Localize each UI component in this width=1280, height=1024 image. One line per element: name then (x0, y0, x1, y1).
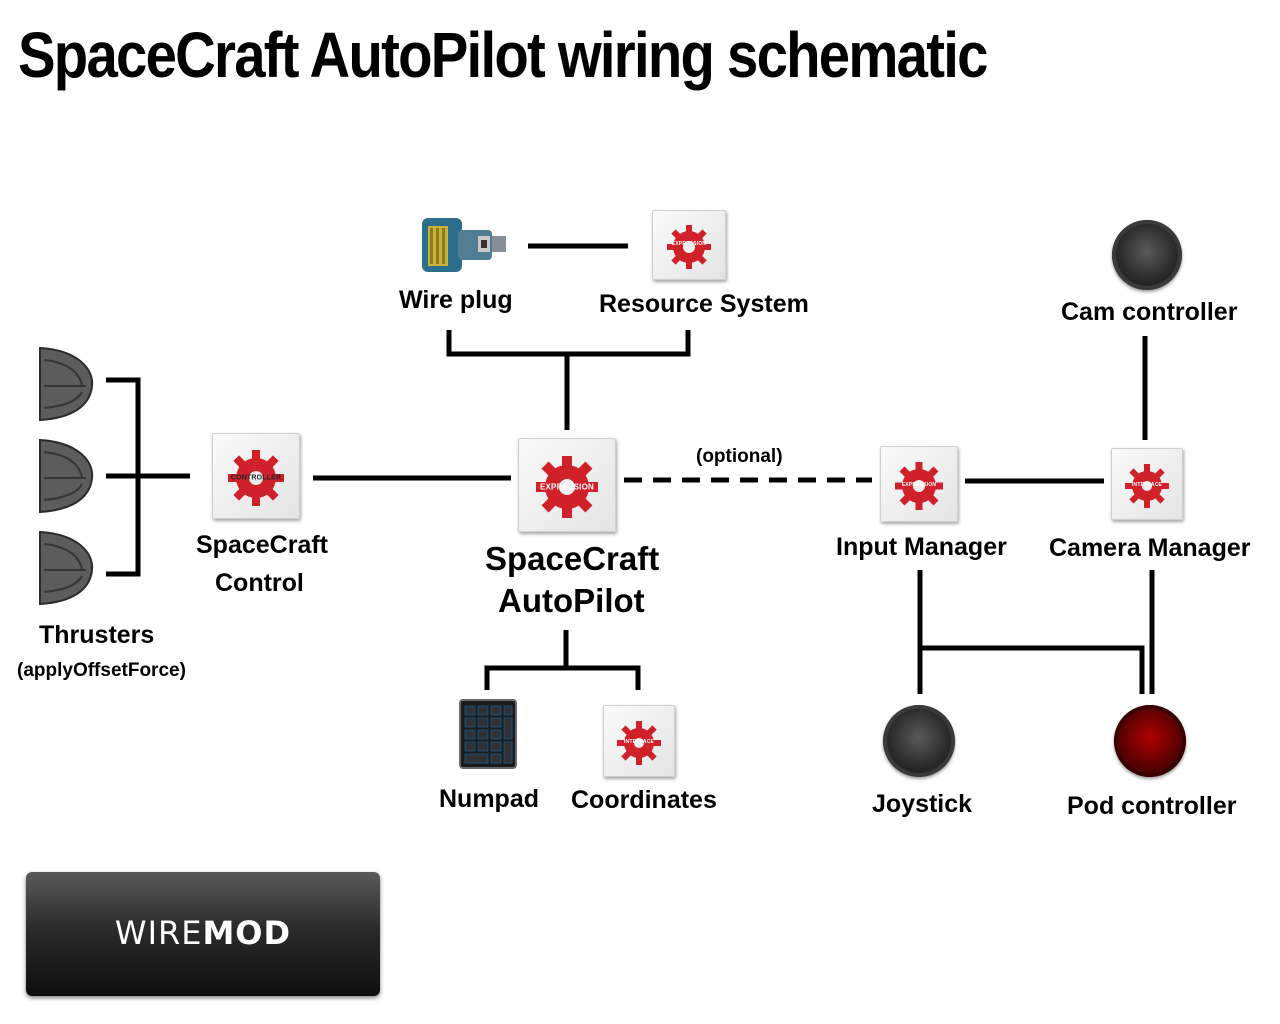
joystick-label: Joystick (872, 790, 973, 818)
resource-system-label: Resource System (599, 290, 809, 318)
input-pod-line (920, 645, 1145, 694)
camera-manager-label: Camera Manager (1049, 534, 1251, 562)
thrusters-label: Thrusters (39, 621, 155, 649)
autopilot-chip: EXPRESSION (518, 438, 616, 532)
page-title: SpaceCraft AutoPilot wiring schematic (18, 19, 988, 91)
plug-resource-bracket (446, 330, 691, 357)
autopilot-label-line2: AutoPilot (498, 582, 645, 619)
input-manager-label: Input Manager (836, 533, 1007, 561)
cam-controller-ball (1112, 220, 1182, 290)
cam-controller-label: Cam controller (1061, 298, 1238, 326)
numpad-icon (459, 699, 517, 769)
thruster-icon (39, 346, 94, 422)
optional-label: (optional) (696, 446, 783, 467)
spacecraft-control-chip: CONTROLLER (212, 433, 300, 519)
pod-controller-label: Pod controller (1067, 792, 1237, 820)
thrusters-note: (applyOffsetForce) (17, 660, 186, 681)
spacecraft-control-label-line2: Control (215, 569, 304, 597)
pod-controller-ball (1114, 705, 1186, 777)
joystick-ball (883, 705, 955, 777)
coordinates-label: Coordinates (571, 786, 717, 814)
wire-plug-icon (422, 218, 506, 272)
numpad-coordinates-bracket (484, 665, 641, 690)
coordinates-chip: INTERFACE (603, 705, 675, 777)
spacecraft-control-label-line1: SpaceCraft (196, 531, 328, 559)
numpad-label: Numpad (439, 785, 539, 813)
camera-manager-chip: INTERFACE (1111, 448, 1183, 520)
wiremod-logo: WIREMOD (26, 872, 380, 996)
autopilot-label-line1: SpaceCraft (485, 540, 660, 577)
wire-plug-label: Wire plug (399, 286, 513, 314)
thruster-icon (39, 530, 94, 606)
resource-system-chip: EXPRESSION (652, 210, 726, 280)
input-manager-chip: EXPRESSION (880, 446, 958, 522)
thruster-icon (39, 438, 94, 514)
